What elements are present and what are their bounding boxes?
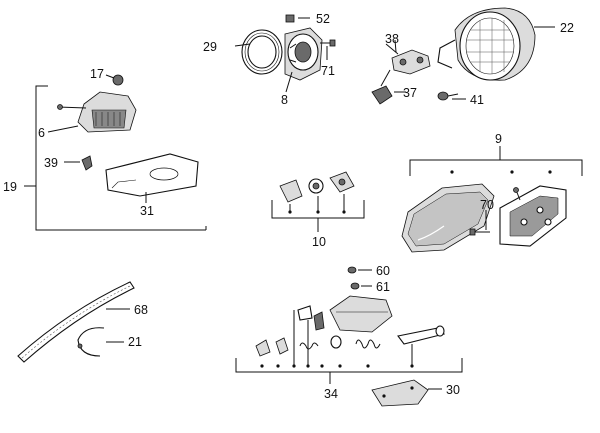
part-nut-17: [112, 74, 124, 86]
callout-60: 60: [376, 264, 390, 278]
part-trim-strip-68: [17, 281, 135, 363]
part-seal-ring: [241, 29, 283, 75]
callout-10: 10: [312, 235, 326, 249]
part-lens-cover: [401, 183, 495, 253]
part-headlamp: [437, 7, 536, 81]
part-clip-52: [285, 14, 295, 23]
leader-8: [285, 71, 293, 93]
callout-30: 30: [446, 383, 460, 397]
part-lamp-panel: [499, 185, 567, 247]
callout-61: 61: [376, 280, 390, 294]
callout-52: 52: [316, 12, 330, 26]
callout-19: 19: [3, 180, 17, 194]
part-screw-70: [469, 228, 490, 236]
callout-22: 22: [560, 21, 574, 35]
part-cylinder-body: [329, 295, 393, 333]
part-license-lamp-6: [57, 91, 137, 133]
callout-9: 9: [495, 132, 502, 146]
callout-38: 38: [385, 32, 399, 46]
part-group-10: [279, 171, 355, 203]
part-socket-37: [371, 69, 393, 105]
bracket-9: [409, 159, 583, 176]
callout-68: 68: [134, 303, 148, 317]
callout-6: 6: [38, 126, 45, 140]
callout-21: 21: [128, 335, 142, 349]
bracket-34: [235, 358, 463, 373]
part-nut-61: [350, 282, 360, 290]
callout-41: 41: [470, 93, 484, 107]
callout-70: 70: [480, 198, 494, 212]
part-clip-21: [77, 327, 105, 357]
part-plate-31: [105, 153, 199, 197]
part-screw-71: [320, 39, 336, 47]
callout-39: 39: [44, 156, 58, 170]
bracket-19: [35, 85, 206, 231]
leader-6: [47, 125, 79, 133]
part-grommet-39: [81, 155, 93, 171]
part-washer-60: [347, 266, 357, 274]
part-gasket-30: [371, 379, 429, 407]
part-bracket-38: [391, 39, 431, 75]
callout-29: 29: [203, 40, 217, 54]
part-small-components: [255, 305, 381, 357]
callout-31: 31: [140, 204, 154, 218]
leader-29: [234, 43, 251, 47]
leader-17: [105, 74, 115, 79]
callout-17: 17: [90, 67, 104, 81]
part-push-rod: [397, 325, 446, 345]
callout-37: 37: [403, 86, 417, 100]
callout-71: 71: [321, 64, 335, 78]
part-bulb-41: [437, 91, 459, 101]
callout-8: 8: [281, 93, 288, 107]
callout-34: 34: [324, 387, 338, 401]
leader-38: [385, 43, 399, 55]
part-lamp-housing: [284, 27, 323, 81]
